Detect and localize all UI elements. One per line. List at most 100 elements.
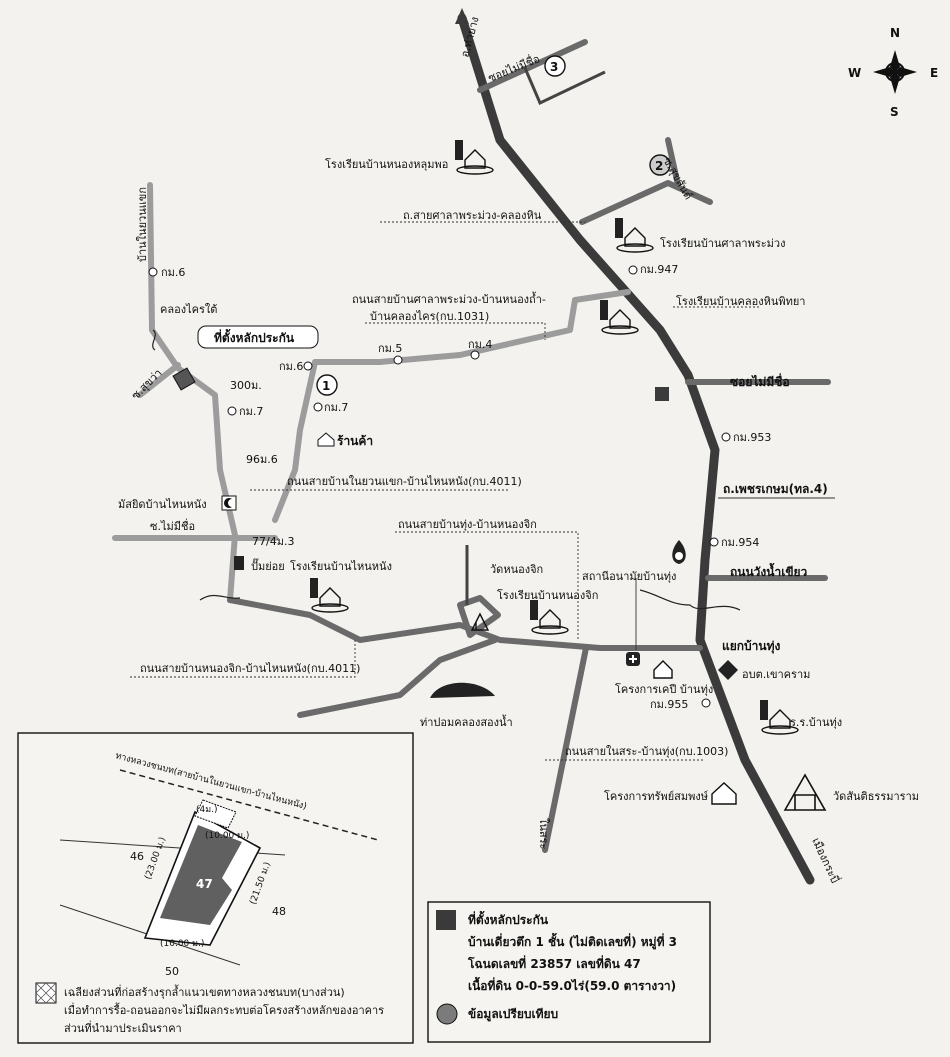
label-mosque: มัสยิดบ้านไหนหนัง bbox=[118, 498, 207, 511]
label-district-office: อบต.เขาคราม bbox=[742, 668, 810, 681]
label-dist-300: 300ม. bbox=[230, 379, 262, 392]
road-soi-3 bbox=[477, 39, 588, 93]
label-nai-sa: ในสระ bbox=[537, 818, 550, 849]
gas-station-icon bbox=[234, 556, 244, 570]
pier-icon bbox=[430, 682, 495, 698]
label-km947: กม.947 bbox=[640, 263, 678, 276]
label-road-1003: ถนนสายในสระ-บ้านทุ่ง(กบ.1003) bbox=[565, 745, 728, 758]
creek bbox=[639, 589, 741, 611]
km-marker-icon bbox=[303, 361, 313, 371]
label-tha-pom: ท่าปอมคลองสองน้ำ bbox=[420, 714, 513, 729]
label-house77: 77/4ม.3 bbox=[252, 535, 294, 548]
school-icon bbox=[455, 140, 494, 175]
label-km6-top: กม.6 bbox=[161, 266, 185, 279]
route-marker-3: 3 bbox=[544, 55, 566, 77]
leader-1031 bbox=[365, 322, 546, 340]
label-ban-nai-yuan: บ้านในยวนแขก bbox=[136, 187, 149, 262]
inset-note-3: ส่วนที่นำมาประเมินราคา bbox=[64, 1020, 182, 1035]
label-gas: ปั๊มย่อย bbox=[251, 558, 285, 573]
label-road-4011-top: ถนนสายบ้านในยวนแขก-บ้านไหนหนัง(กบ.4011) bbox=[287, 475, 522, 488]
legend-compare-swatch bbox=[436, 1003, 458, 1025]
creek-north bbox=[152, 329, 156, 351]
km-marker-icon bbox=[709, 537, 719, 547]
label-school-sala: โรงเรียนบ้านศาลาพระม่วง bbox=[660, 236, 785, 250]
label-wat-nongjik: วัดหนองจิก bbox=[490, 563, 543, 576]
road-soi-2-branch bbox=[665, 137, 681, 188]
label-km954: กม.954 bbox=[721, 536, 759, 549]
compass-west: W bbox=[848, 66, 861, 80]
road-1003 bbox=[542, 645, 589, 853]
label-house96: 96ม.6 bbox=[246, 453, 278, 466]
legend-line-3: เนื้อที่ดิน 0-0-59.0ไร่(59.0 ตารางวา) bbox=[468, 976, 676, 993]
inset-encroach-area bbox=[194, 799, 237, 829]
km-marker-icon bbox=[313, 402, 323, 412]
label-km7-mid: กม.7 bbox=[324, 401, 348, 414]
label-wat-santi: วัดสันติธรรมาราม bbox=[833, 790, 919, 803]
inset-dim-4m: (4ม.) bbox=[196, 805, 218, 815]
km-marker-icon bbox=[393, 355, 403, 365]
km-marker-icon bbox=[227, 406, 237, 416]
label-km6-mid: กม.6 bbox=[279, 360, 303, 373]
label-junction: แยกบ้านทุ่ง bbox=[722, 639, 781, 654]
inset-plot-right-no: 48 bbox=[272, 905, 286, 918]
km-marker-icon bbox=[628, 265, 638, 275]
inset-road-edge bbox=[119, 769, 379, 841]
inset-plot-bottom-no: 50 bbox=[165, 965, 179, 978]
compass-north: N bbox=[890, 26, 900, 40]
svg-text:1: 1 bbox=[322, 379, 330, 393]
leader-4011-bottom bbox=[130, 640, 356, 678]
legend-compare: ข้อมูลเปรียบเทียบ bbox=[468, 1007, 558, 1022]
label-sap-project: โครงการทรัพย์สมพงษ์ bbox=[604, 789, 708, 803]
km-marker-icon bbox=[470, 350, 480, 360]
svg-text:3: 3 bbox=[550, 60, 558, 74]
inset-dim-top: (10.00 ม.) bbox=[205, 831, 249, 841]
compass-east: E bbox=[930, 66, 938, 80]
site-label: ที่ตั้งหลักประกัน bbox=[214, 328, 295, 345]
collateral-site-marker bbox=[172, 367, 196, 391]
road-soi-2 bbox=[579, 180, 713, 225]
label-amphoe-south: เมืองกระบี่ bbox=[809, 835, 843, 885]
label-school-wainang: โรงเรียนบ้านไหนหนัง bbox=[290, 559, 392, 573]
label-school-klonghin: โรงเรียนบ้านคลองหินพิทยา bbox=[676, 294, 805, 308]
road-soi-3-branch bbox=[523, 67, 606, 106]
inset-building bbox=[160, 825, 242, 925]
route-marker-1: 1 bbox=[316, 374, 338, 396]
compass-rose-icon bbox=[873, 50, 917, 94]
legend-box bbox=[427, 901, 711, 1043]
label-klong-khrai: คลองไครใต้ bbox=[160, 303, 217, 316]
label-school-banthung: ร.ร.บ้านทุ่ง bbox=[790, 716, 842, 729]
label-shop: ร้านค้า bbox=[337, 434, 373, 448]
inset-plot-main-no: 47 bbox=[196, 877, 213, 891]
label-road-1031-b: บ้านคลองไคร(กบ.1031) bbox=[370, 310, 489, 323]
ptt-flame-icon bbox=[672, 540, 686, 564]
label-km953: กม.953 bbox=[733, 431, 771, 444]
label-school-nonghumpo: โรงเรียนบ้านหนองหลุมพอ bbox=[325, 157, 448, 171]
inset-plot-left-no: 46 bbox=[130, 850, 144, 863]
label-km5: กม.5 bbox=[378, 342, 402, 355]
svg-text:2: 2 bbox=[655, 159, 663, 173]
inset-note-2: เมื่อทำการรื้อ-ถอนออกจะไม่มีผลกระทบต่อโค… bbox=[64, 1002, 384, 1017]
road-wat-loop bbox=[457, 595, 501, 638]
label-health-center: สถานีอนามัยบ้านทุ่ง bbox=[582, 570, 676, 583]
house-icon bbox=[317, 432, 335, 447]
leader-banthung bbox=[395, 531, 579, 640]
label-soi-sukhsan: ซ.สุขสันต์ bbox=[660, 155, 695, 202]
legend-title: ที่ตั้งหลักประกัน bbox=[468, 910, 549, 927]
school-icon bbox=[615, 218, 654, 253]
arrow-north-icon bbox=[455, 8, 469, 24]
inset-swatch-hatch bbox=[35, 982, 57, 1004]
label-road-wangnamkhiao: ถนนวังน้ำเขียว bbox=[730, 562, 808, 579]
school-icon bbox=[530, 600, 569, 635]
government-office-icon bbox=[718, 660, 738, 680]
label-road-4011-bottom: ถนนสายบ้านหนองจิก-บ้านไหนหนัง(กบ.4011) bbox=[140, 662, 360, 675]
road-4011-south bbox=[227, 597, 703, 651]
route-marker-2: 2 bbox=[649, 154, 671, 176]
legend-line-1: บ้านเดี่ยวตึก 1 ชั้น (ไม่ติดเลขที่) หมู่… bbox=[468, 932, 677, 950]
road-soi-sukwa bbox=[137, 362, 181, 398]
label-road-1031-a: ถนนสายบ้านศาลาพระม่วง-บ้านหนองถ้ำ- bbox=[352, 291, 546, 306]
house-icon bbox=[653, 660, 673, 679]
inset-note-1: เฉลียงส่วนที่ก่อสร้างรุกล้ำแนวเขตทางหลวง… bbox=[64, 984, 345, 999]
km-marker-icon bbox=[721, 432, 731, 442]
label-soi-unnamed-1: ซอยไม่มีชื่อ bbox=[486, 50, 542, 84]
km-marker-icon bbox=[148, 267, 158, 277]
